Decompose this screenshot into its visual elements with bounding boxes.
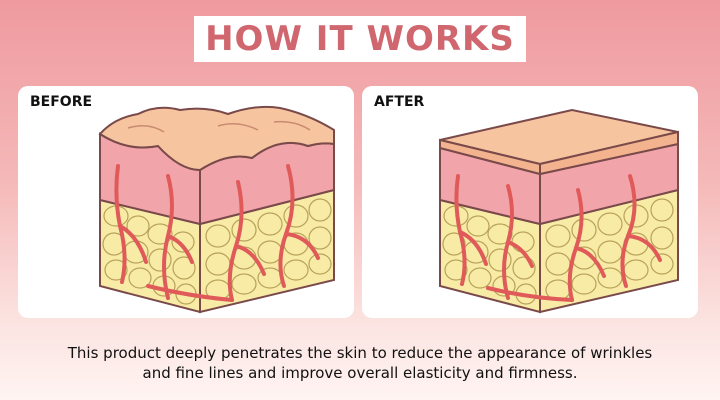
before-panel: BEFORE (18, 86, 354, 318)
fat-cells (442, 198, 674, 305)
page-title: HOW IT WORKS (205, 19, 515, 59)
wrinkled-top-surface (98, 105, 335, 172)
caption-line-2: and fine lines and improve overall elast… (142, 364, 578, 382)
after-panel: AFTER (362, 86, 698, 318)
blood-vessels (454, 174, 662, 302)
caption: This product deeply penetrates the skin … (0, 343, 720, 383)
before-label: BEFORE (30, 94, 93, 110)
after-label: AFTER (374, 94, 425, 110)
caption-line-1: This product deeply penetrates the skin … (67, 344, 653, 362)
firm-skin-illustration (439, 108, 679, 314)
title-banner: HOW IT WORKS (194, 16, 526, 62)
wrinkled-skin-illustration (98, 105, 335, 314)
blood-vessels (114, 164, 320, 302)
skin-slab-right-edge (539, 130, 679, 176)
